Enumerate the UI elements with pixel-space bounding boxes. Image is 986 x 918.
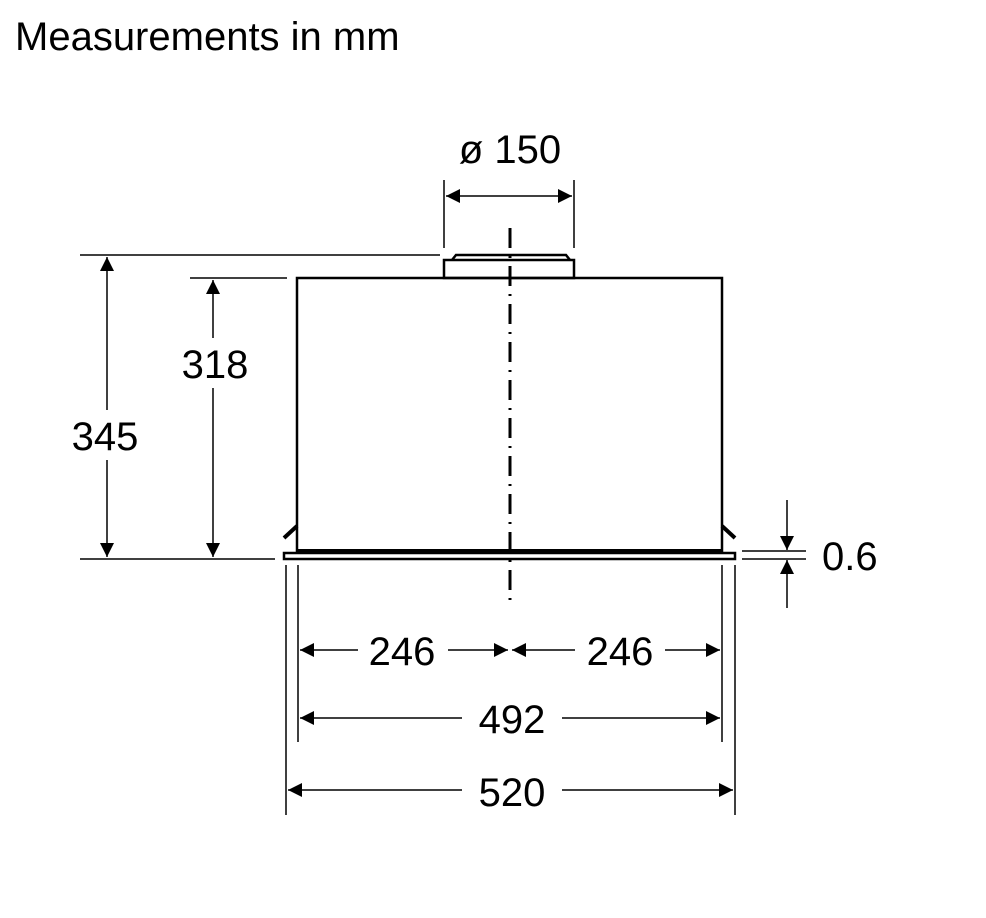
plate-width-label: 520 xyxy=(479,771,546,815)
plate-width-dimension xyxy=(288,765,733,815)
page-title: Measurements in mm xyxy=(15,15,400,59)
body-height-dimension xyxy=(170,277,287,557)
diameter-dimension xyxy=(443,180,575,248)
plate-thickness-label: 0.6 xyxy=(822,535,878,579)
width-extension-lines xyxy=(285,565,736,815)
total-height-label: 345 xyxy=(72,415,139,459)
plate-thickness-dimension xyxy=(742,500,806,608)
total-height-dimension xyxy=(62,254,440,560)
body-width-dimension xyxy=(300,693,720,743)
body-height-label: 318 xyxy=(182,343,249,387)
half-width-left-label: 246 xyxy=(369,630,436,674)
half-width-dimensions xyxy=(300,625,720,675)
diameter-label: ø 150 xyxy=(459,128,561,172)
half-width-right-label: 246 xyxy=(587,630,654,674)
body-width-label: 492 xyxy=(479,698,546,742)
